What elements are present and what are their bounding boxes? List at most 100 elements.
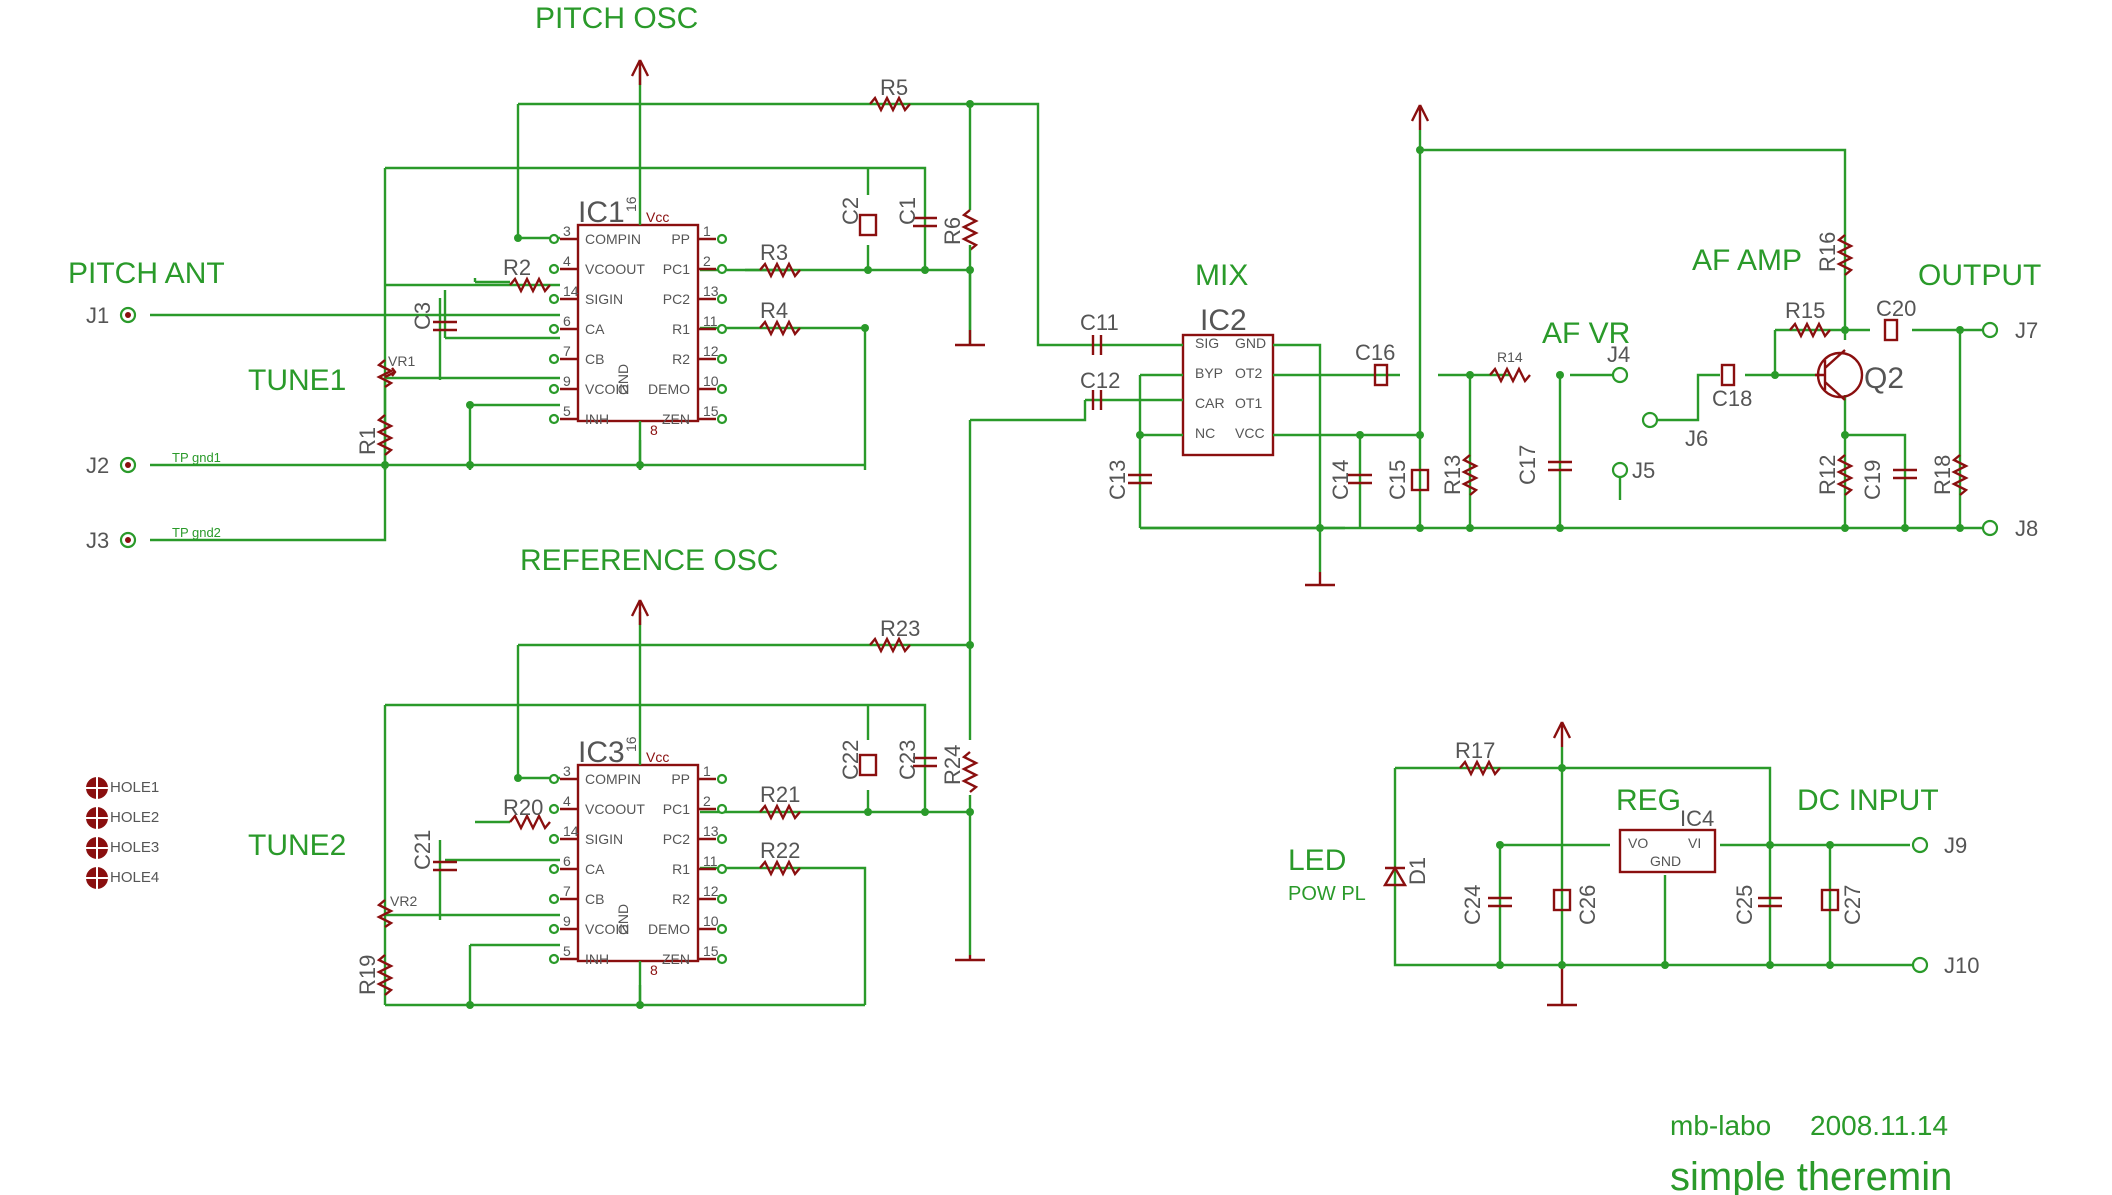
ic-pin-label: INH [585, 411, 609, 427]
junction-dot [1558, 961, 1566, 969]
connector-j5[interactable]: J5 [1611, 458, 1655, 500]
junction-dot [1826, 841, 1834, 849]
junction-dot [1466, 371, 1474, 379]
junction-dot [966, 641, 974, 649]
junction-dot [1556, 524, 1564, 532]
j2-label: J2 [86, 453, 109, 478]
connector-j9[interactable]: J9 [1911, 833, 1967, 858]
ic-pin-label: INH [585, 951, 609, 967]
label-pitch-ant: PITCH ANT [68, 257, 225, 290]
pin-pad [548, 803, 560, 815]
c1-label: C1 [895, 197, 920, 225]
j8-label: J8 [2015, 516, 2038, 541]
connector-j6[interactable]: J6 [1641, 411, 1708, 451]
connector-j1[interactable]: J1 [86, 303, 137, 328]
junction-dot [864, 808, 872, 816]
vcc-arrow-icon [630, 59, 650, 85]
vr2-label: VR2 [390, 893, 417, 909]
label-pow-pl: POW PL [1288, 883, 1366, 905]
r12: R12 [1815, 454, 1854, 496]
pin-pad [548, 863, 560, 875]
label-led: LED [1288, 844, 1346, 877]
connector-j7[interactable]: J7 [1981, 318, 2038, 343]
ic2-pin-vcc: VCC [1235, 425, 1265, 441]
label-reference-osc: REFERENCE OSC [520, 544, 778, 577]
ground-icon [955, 330, 985, 347]
c16-label: C16 [1355, 340, 1395, 365]
pin-pad [716, 803, 728, 815]
c20-label: C20 [1876, 296, 1916, 321]
junction-dot [1496, 841, 1504, 849]
ic3-vcc-label: Vcc [646, 749, 669, 765]
ic3-gnd-label: GND [615, 904, 631, 935]
tp-gnd1-label: TP gnd1 [172, 450, 221, 465]
c14-label: C14 [1328, 460, 1353, 500]
c11-label: C11 [1080, 310, 1119, 335]
ground-icon [1305, 572, 1335, 587]
r16-label: R16 [1815, 232, 1840, 272]
junction-dot [466, 401, 474, 409]
ic-pin-label: SIGIN [585, 291, 623, 307]
footer-author: mb-labo [1670, 1110, 1771, 1141]
r20-label: R20 [503, 795, 543, 820]
pin-pad [716, 893, 728, 905]
pin-pad [716, 923, 728, 935]
ic3-pin8: 8 [650, 962, 658, 978]
junction-dot [864, 266, 872, 274]
pin-pad [548, 893, 560, 905]
ic-pin-number: 11 [703, 313, 718, 329]
ic-pin-number: 9 [563, 913, 571, 929]
ic4-pin-gnd: GND [1650, 853, 1681, 869]
ic-pin-number: 2 [703, 793, 711, 809]
ic-pin-label: VCOOUT [585, 261, 645, 277]
junction-dot [1956, 326, 1964, 334]
junction-dot [1558, 764, 1566, 772]
c19: C19 [1860, 460, 1917, 500]
ic-pin-label: ZEN [662, 951, 690, 967]
ic-pin-label: SIGIN [585, 831, 623, 847]
ic-pin-label: CA [585, 321, 605, 337]
connector-j3[interactable]: J3 TP gnd2 [86, 525, 221, 553]
junction-dot [966, 808, 974, 816]
r2-label: R2 [503, 255, 531, 280]
c17: C17 [1515, 445, 1572, 485]
connector-j10[interactable]: J10 [1911, 953, 1979, 978]
ic-pin-label: R1 [672, 861, 690, 877]
c23-label: C23 [895, 740, 920, 780]
connector-j4[interactable]: J4 [1607, 342, 1630, 384]
r19-label: R19 [355, 955, 380, 995]
connector-j8[interactable]: J8 [1981, 516, 2038, 541]
junction-dot [466, 461, 474, 469]
junction-dot [1416, 146, 1424, 154]
c18-label: C18 [1712, 386, 1752, 411]
junction-dot [1416, 431, 1424, 439]
connector-j2[interactable]: J2 TP gnd1 [86, 450, 221, 478]
ic2-body [1181, 333, 1275, 457]
c12-label: C12 [1080, 368, 1120, 393]
pin-pad [548, 353, 560, 365]
ic1-pin8: 8 [650, 422, 658, 438]
ic-pin-label: R1 [672, 321, 690, 337]
pin-pad [548, 923, 560, 935]
c27-label: C27 [1840, 885, 1865, 925]
ic-pin-number: 14 [563, 283, 579, 299]
tp-gnd2-label: TP gnd2 [172, 525, 221, 540]
vcc-arrow-icon [630, 599, 650, 625]
ic-pin-number: 3 [563, 763, 571, 779]
mounting-hole-cross [86, 807, 108, 829]
label-mix: MIX [1195, 259, 1248, 292]
ic-pin-label: COMPIN [585, 771, 641, 787]
label-tune1: TUNE1 [248, 364, 346, 397]
r12-label: R12 [1815, 455, 1840, 495]
q2: Q2 [1815, 349, 1904, 401]
r17: R17 [1455, 738, 1501, 777]
ic-pin-number: 10 [703, 913, 719, 929]
r1-label: R1 [355, 427, 380, 455]
r21: R21 [759, 782, 801, 821]
j4-label: J4 [1607, 342, 1630, 367]
pin-pad [548, 413, 560, 425]
ic-pin-label: PP [671, 231, 690, 247]
mounting-hole-cross [86, 837, 108, 859]
ic2-name: IC2 [1200, 304, 1247, 337]
ic-pin-number: 7 [563, 343, 571, 359]
